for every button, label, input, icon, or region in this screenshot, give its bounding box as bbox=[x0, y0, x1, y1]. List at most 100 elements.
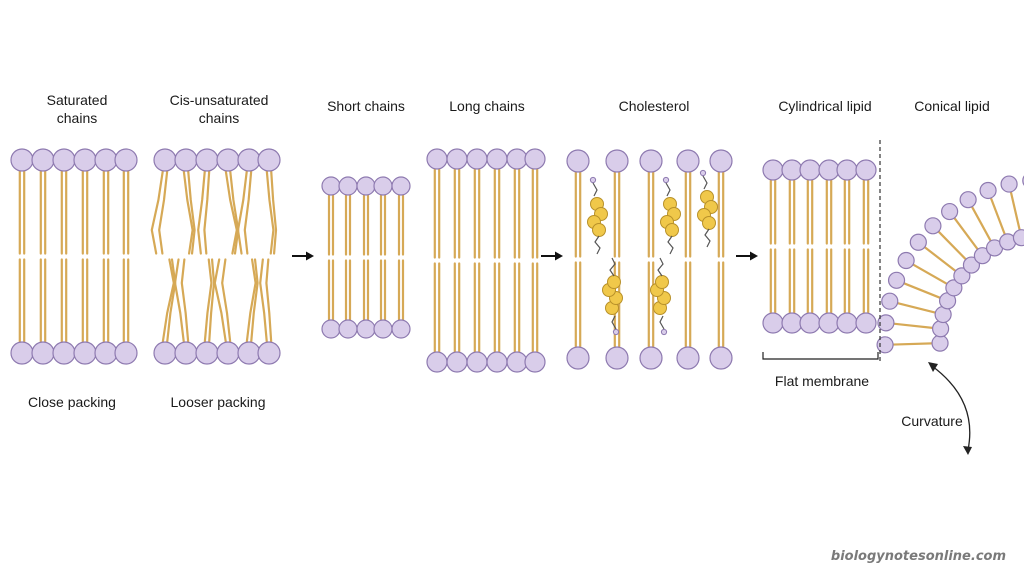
lipid-tail bbox=[917, 241, 963, 277]
conical-lipid-curved-bilayer bbox=[876, 175, 1024, 354]
long-chains-bilayer bbox=[426, 148, 546, 373]
lipid-head bbox=[338, 176, 358, 196]
cholesterol-tail bbox=[611, 315, 617, 330]
lipid-tail bbox=[1008, 183, 1023, 238]
lipid-head bbox=[195, 341, 219, 365]
lipid-head bbox=[676, 149, 700, 173]
lipid-head bbox=[237, 341, 261, 365]
lipid-head bbox=[709, 346, 733, 370]
cholesterol-oh-group bbox=[699, 169, 707, 177]
cholesterol-tail bbox=[592, 182, 598, 197]
lipid-tail bbox=[905, 259, 955, 289]
lipid-tail-kinked bbox=[166, 258, 177, 344]
lipid-head bbox=[836, 159, 858, 181]
transition-arrows bbox=[292, 251, 758, 261]
cholesterol-ring bbox=[655, 275, 669, 289]
lipid-head bbox=[973, 247, 992, 265]
cholesterol-oh-group bbox=[589, 176, 597, 184]
lipid-tail-kinked bbox=[259, 258, 268, 344]
cylindrical-lipid-bilayer bbox=[762, 159, 879, 360]
lipid-head bbox=[94, 148, 118, 172]
lipid-tail-kinked bbox=[203, 258, 213, 344]
lipid-head bbox=[876, 336, 894, 354]
lipid-head bbox=[762, 312, 784, 334]
cholesterol-ring bbox=[665, 223, 679, 237]
lipid-tail-kinked bbox=[236, 169, 248, 255]
lipid-tail-kinked bbox=[270, 169, 278, 255]
cholesterol-chain bbox=[609, 257, 616, 277]
lipid-head bbox=[356, 176, 376, 196]
lipid-head bbox=[1012, 229, 1024, 247]
lipid-head bbox=[897, 251, 915, 270]
lipid-head bbox=[338, 319, 358, 339]
lipid-head bbox=[321, 176, 341, 196]
lipid-head bbox=[605, 346, 629, 370]
lipid-tail-kinked bbox=[221, 258, 232, 344]
lipid-tail bbox=[896, 279, 948, 302]
title-saturated-chains: Saturated chains bbox=[46, 92, 108, 126]
lipid-tail bbox=[885, 342, 941, 346]
lipid-head bbox=[945, 279, 963, 297]
lipid-head bbox=[931, 334, 949, 352]
lipid-head bbox=[799, 312, 821, 334]
caption-curvature: Curvature bbox=[901, 413, 963, 429]
lipid-head bbox=[506, 148, 528, 170]
lipid-head bbox=[962, 256, 981, 274]
lipid-tail-kinked bbox=[158, 169, 169, 255]
lipid-head bbox=[174, 148, 198, 172]
lipid-tail-kinked bbox=[265, 169, 275, 255]
caption-flat-membrane: Flat membrane bbox=[774, 373, 870, 389]
lipid-head bbox=[566, 149, 590, 173]
lipid-head bbox=[31, 341, 55, 365]
lipid-head bbox=[257, 341, 281, 365]
lipid-head bbox=[909, 233, 927, 251]
lipid-head bbox=[466, 148, 488, 170]
lipid-head bbox=[174, 341, 198, 365]
lipid-head bbox=[426, 148, 448, 170]
lipid-head bbox=[924, 217, 942, 235]
lipid-tail bbox=[967, 199, 996, 249]
lipid-head bbox=[257, 148, 281, 172]
lipid-head bbox=[639, 149, 663, 173]
lipid-head bbox=[446, 148, 468, 170]
lipid-head bbox=[953, 267, 971, 285]
lipid-head bbox=[446, 351, 468, 373]
lipid-tail-kinked bbox=[161, 258, 175, 344]
lipid-tail bbox=[932, 225, 973, 266]
lipid-head bbox=[373, 176, 393, 196]
lipid-head bbox=[153, 148, 177, 172]
lipid-head bbox=[391, 319, 411, 339]
lipid-tail-kinked bbox=[208, 258, 216, 344]
lipid-head bbox=[195, 148, 219, 172]
lipid-head bbox=[216, 341, 240, 365]
lipid-head bbox=[855, 159, 877, 181]
saturated-chains-bilayer bbox=[10, 148, 138, 365]
lipid-head bbox=[881, 292, 899, 310]
lipid-head bbox=[114, 341, 138, 365]
cholesterol-chain bbox=[657, 257, 664, 277]
cholesterol-oh-group bbox=[662, 176, 670, 184]
lipid-head bbox=[932, 320, 950, 338]
caption-looser-packing: Looser packing bbox=[170, 394, 266, 410]
lipid-head bbox=[10, 341, 34, 365]
lipid-head bbox=[31, 148, 55, 172]
flat-membrane-bracket bbox=[762, 352, 879, 360]
lipid-head bbox=[524, 351, 546, 373]
lipid-head bbox=[94, 341, 118, 365]
lipid-head bbox=[373, 319, 393, 339]
lipid-tail-kinked bbox=[245, 258, 257, 344]
lipid-head bbox=[506, 351, 528, 373]
curvature-arrow-head-top bbox=[928, 362, 938, 372]
lipid-head bbox=[153, 341, 177, 365]
lipid-head bbox=[941, 202, 959, 221]
lipid-tail-kinked bbox=[203, 169, 211, 255]
cholesterol-ring bbox=[592, 223, 606, 237]
lipid-head bbox=[1000, 175, 1018, 193]
title-cis-unsaturated-chains: Cis-unsaturated chains bbox=[169, 92, 269, 126]
lipid-tail-kinked bbox=[265, 258, 273, 344]
cholesterol-chain bbox=[704, 228, 711, 248]
lipid-tail bbox=[948, 210, 984, 257]
lipid-head bbox=[979, 181, 997, 200]
lipid-head bbox=[524, 148, 546, 170]
